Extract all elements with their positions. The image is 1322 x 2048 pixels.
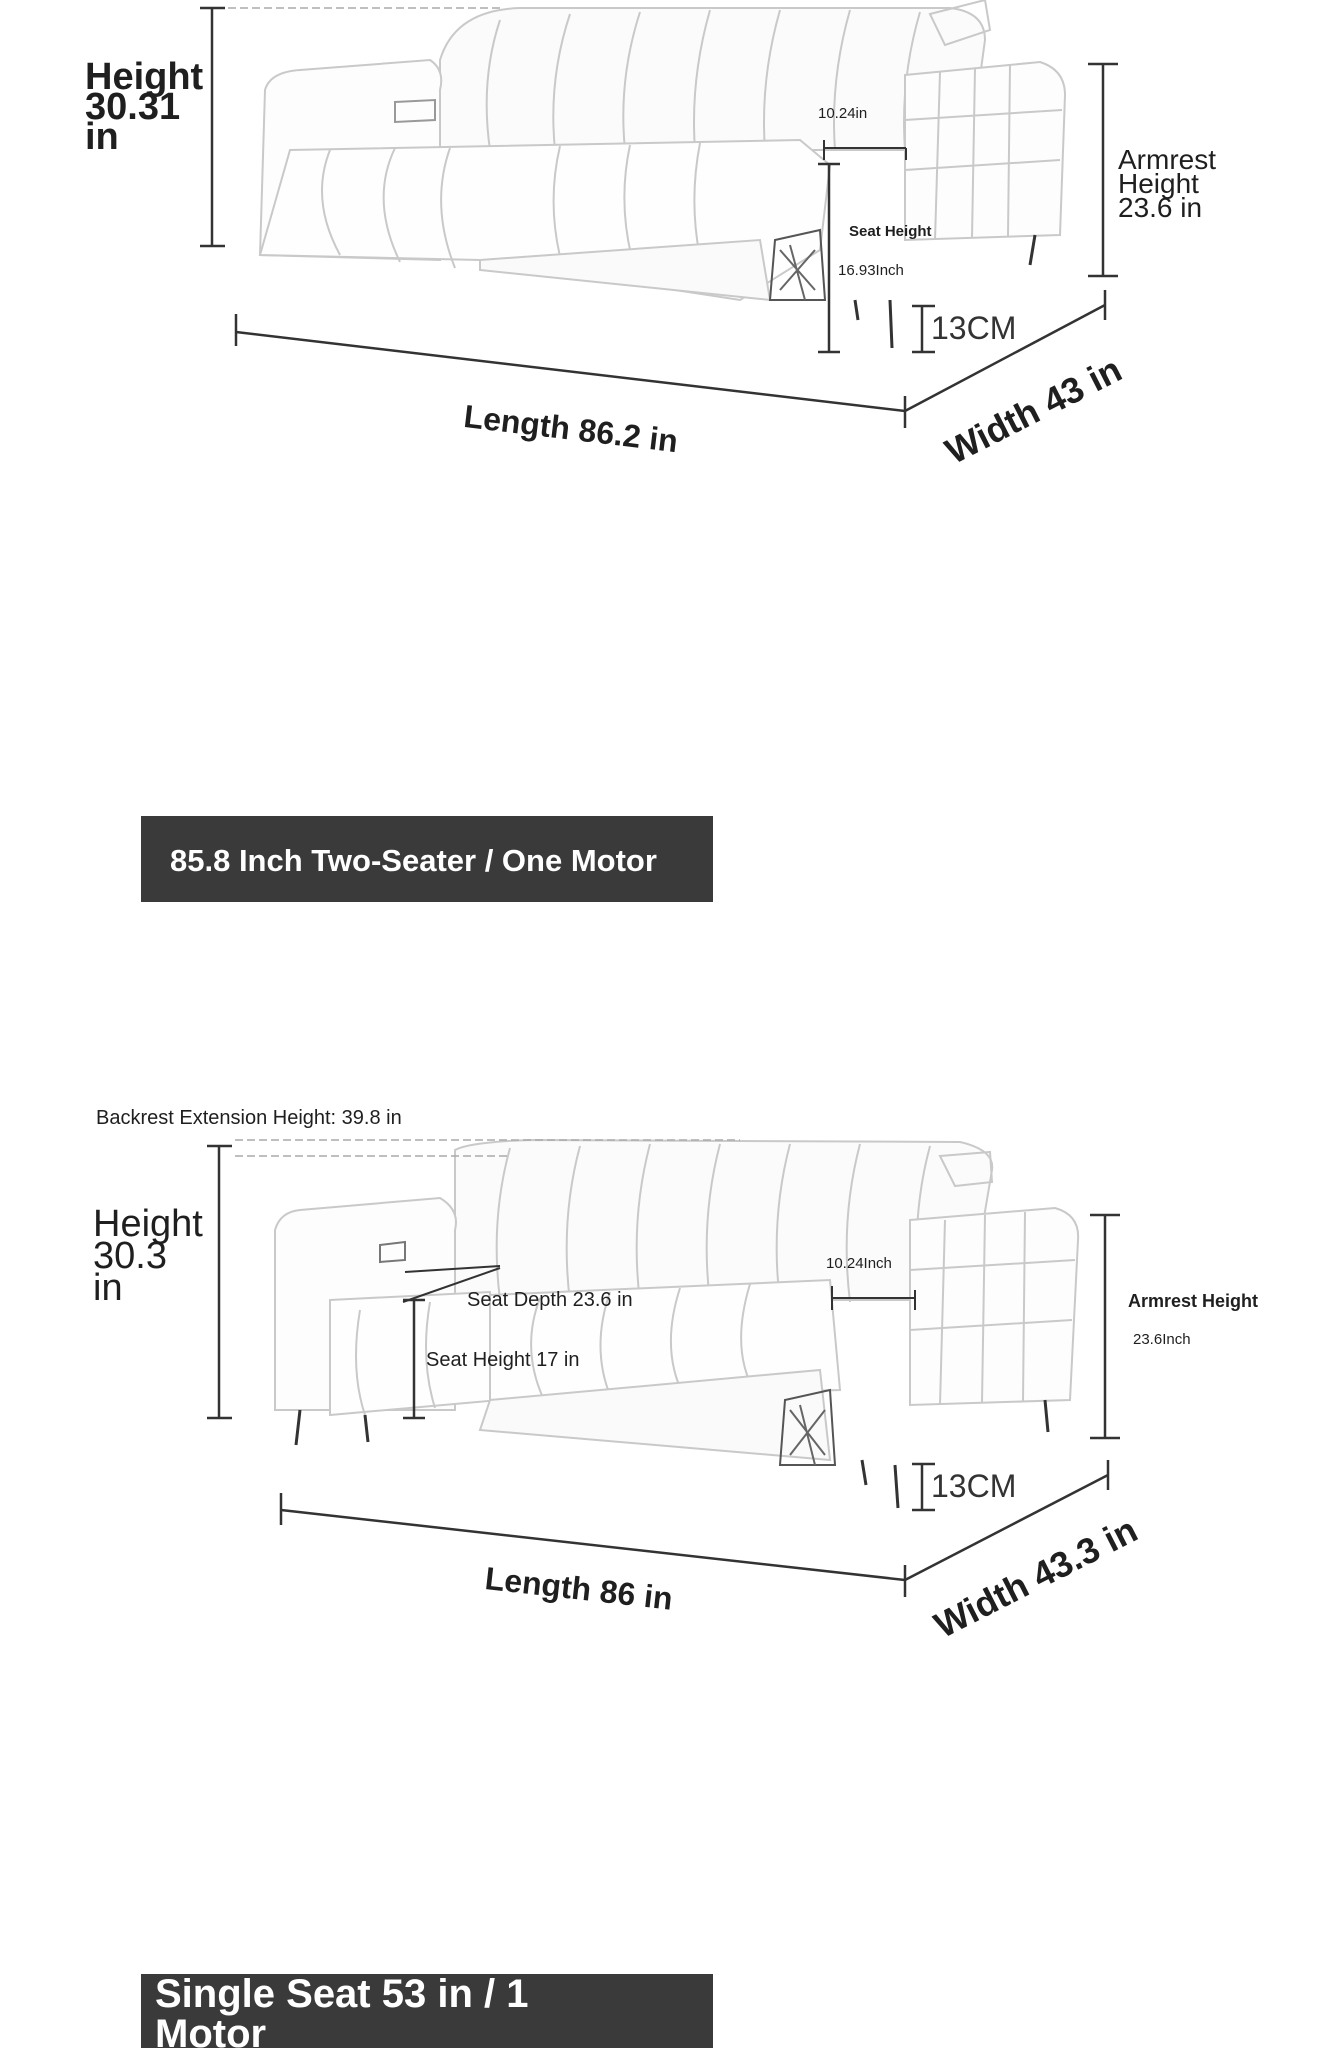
product-variant-banner-2: Single Seat 53 in / 1 Motor (141, 1974, 713, 2048)
sofa-dimension-diagram-2: Backrest Extension Height: 39.8 in Heigh… (0, 1070, 1322, 1670)
height-value-2: 30.3 (93, 1235, 167, 1277)
height-label: Height 30.31 in (85, 56, 204, 158)
sofa-drawing-1 (200, 0, 1118, 428)
product-variant-banner-1: 85.8 Inch Two-Seater / One Motor (141, 816, 713, 902)
height-value: 30.31 (85, 86, 181, 128)
height-unit-2: in (93, 1267, 123, 1309)
clearance-label-2: 13CM (931, 1468, 1017, 1504)
product-variant-banner-2-text: Single Seat 53 in / 1 Motor (155, 1974, 529, 2048)
height-unit: in (85, 116, 119, 158)
sofa-dimension-diagram-1: Height 30.31 in Armrest Height 23.6 in 1… (0, 0, 1322, 600)
seat-depth-label: Seat Depth 23.6 in (467, 1289, 633, 1311)
seat-height-label: Seat Height (849, 223, 932, 240)
height-label-text: Height (85, 56, 204, 98)
dimension-lines-2 (207, 1139, 1120, 1597)
backrest-extension-label: Backrest Extension Height: 39.8 in (96, 1107, 402, 1129)
sofa-outline-1 (258, 0, 1067, 302)
armrest-height-label-2: Armrest Height (1128, 1291, 1259, 1311)
armrest-height-value-2: 23.6Inch (1133, 1331, 1191, 1348)
dimension-lines-1 (200, 6, 1118, 428)
armrest-height-label: Armrest Height 23.6 in (1118, 144, 1238, 223)
armrest-height-value: 23.6 in (1118, 192, 1203, 223)
sofa-drawing-2 (207, 1138, 1120, 1597)
armrest-height-text: Armrest Height (1118, 144, 1216, 199)
armrest-gap-label: 10.24in (818, 105, 868, 122)
height-label-2: Height 30.3 in (93, 1203, 203, 1309)
sofa-legs-1 (853, 234, 1037, 349)
armrest-gap-label-2: 10.24Inch (826, 1255, 892, 1272)
clearance-label: 13CM (931, 310, 1017, 346)
sofa-outline-2 (274, 1138, 1080, 1466)
sofa-legs-2 (294, 1399, 1050, 1509)
seat-height-value: 16.93Inch (838, 262, 904, 279)
height-label-text-2: Height (93, 1203, 203, 1245)
seat-height-label-2: Seat Height 17 in (426, 1349, 580, 1371)
